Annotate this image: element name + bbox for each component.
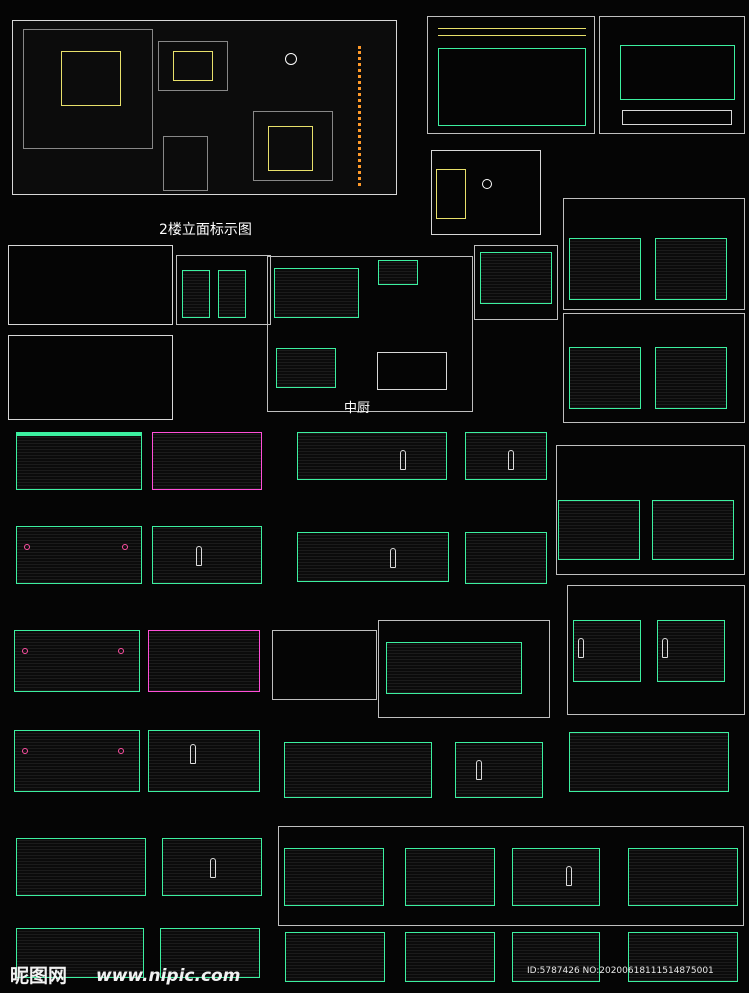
elevation-drawing [285, 932, 385, 982]
kitchen-plan-upper [8, 245, 173, 325]
drawing-sheet [563, 313, 745, 423]
kitchen-plan-lower [8, 335, 173, 420]
elevation-drawing [16, 432, 142, 490]
elevation-drawing [569, 732, 729, 792]
elevation-drawing [152, 432, 262, 490]
elevation-drawing [455, 742, 543, 798]
elevation-drawing [628, 848, 738, 906]
human-figure-icon [190, 744, 196, 764]
elevation-drawing [573, 620, 641, 682]
elevation-drawing [284, 848, 384, 906]
drawing-sheet [23, 29, 153, 149]
elevation-drawing [628, 932, 738, 982]
sheet-cabinet-elevations [599, 16, 745, 134]
elevation-drawing [284, 742, 432, 798]
human-figure-icon [196, 546, 202, 566]
drawing-sheet [620, 45, 735, 100]
middle-kitchen-title: 中厨 [344, 401, 371, 416]
elevation-drawing [655, 347, 727, 409]
elevation-drawing [160, 928, 260, 978]
decor-mark [118, 648, 124, 654]
elevation-drawing [465, 532, 547, 584]
drawing-sheet [378, 620, 550, 718]
elevation-drawing [274, 268, 359, 318]
chandelier-icon [285, 53, 297, 65]
drawing-sheet [253, 111, 333, 181]
elevation-drawing [14, 630, 140, 692]
drawing-sheet [278, 826, 744, 926]
drawing-sheet [268, 126, 313, 171]
drawing-sheet [163, 136, 208, 191]
closet-plan [431, 150, 541, 235]
elevation-drawing [378, 260, 418, 285]
decor-mark [22, 748, 28, 754]
drawing-sheet [158, 41, 228, 91]
decor-mark [118, 748, 124, 754]
human-figure-icon [210, 858, 216, 878]
drawing-sheet [556, 445, 745, 575]
middle-kitchen-sheet [267, 256, 473, 412]
drawing-sheet [438, 48, 586, 126]
elevation-drawing [569, 238, 641, 300]
watermark-id: ID:5787426 NO:20200618111514875001 [527, 966, 714, 976]
elevation-drawing [162, 838, 262, 896]
drawing-sheet [377, 352, 447, 390]
drawing-sheet [358, 46, 376, 186]
elevation-drawing [16, 928, 144, 978]
elevation-drawing [148, 630, 260, 692]
elevation-drawing [16, 838, 146, 896]
drawing-sheet [61, 51, 121, 106]
floor2-elevation-index-title: 2楼立面标示图 [159, 222, 252, 238]
elevation-drawing [569, 347, 641, 409]
decor-mark [24, 544, 30, 550]
drawing-sheet [272, 630, 377, 700]
human-figure-icon [476, 760, 482, 780]
decor-mark [17, 433, 141, 436]
human-figure-icon [400, 450, 406, 470]
elevation-drawing [405, 932, 495, 982]
drawing-sheet [176, 255, 271, 325]
elevation-drawing [182, 270, 210, 318]
elevation-drawing [465, 432, 547, 480]
elevation-drawing [16, 526, 142, 584]
elevation-drawing [152, 526, 262, 584]
elevation-drawing [276, 348, 336, 388]
elevation-drawing [297, 532, 449, 582]
human-figure-icon [566, 866, 572, 886]
elevation-drawing [512, 848, 600, 906]
elevation-drawing [558, 500, 640, 560]
elevation-drawing [218, 270, 246, 318]
decor-mark [122, 544, 128, 550]
elevation-drawing [655, 238, 727, 300]
human-figure-icon [662, 638, 668, 658]
floor-plan-2f [12, 20, 397, 195]
elevation-drawing [148, 730, 260, 792]
drawing-sheet [474, 245, 558, 320]
elevation-drawing [657, 620, 725, 682]
elevation-drawing [386, 642, 522, 694]
human-figure-icon [508, 450, 514, 470]
drawing-sheet [567, 585, 745, 715]
elevation-drawing [14, 730, 140, 792]
watermark-logo: 昵图网 [10, 965, 68, 987]
elevation-drawing [652, 500, 734, 560]
elevation-drawing [405, 848, 495, 906]
drawing-sheet [622, 110, 732, 125]
drawing-sheet [438, 28, 586, 36]
watermark-site: www.nipic.com [96, 966, 241, 986]
chandelier-icon [482, 179, 492, 189]
drawing-sheet [173, 51, 213, 81]
elevation-drawing [480, 252, 552, 304]
drawing-sheet [436, 169, 466, 219]
decor-mark [22, 648, 28, 654]
sheet-wardrobe-elevations [427, 16, 595, 134]
elevation-drawing [512, 932, 600, 982]
drawing-sheet [563, 198, 745, 310]
elevation-drawing [297, 432, 447, 480]
human-figure-icon [578, 638, 584, 658]
human-figure-icon [390, 548, 396, 568]
